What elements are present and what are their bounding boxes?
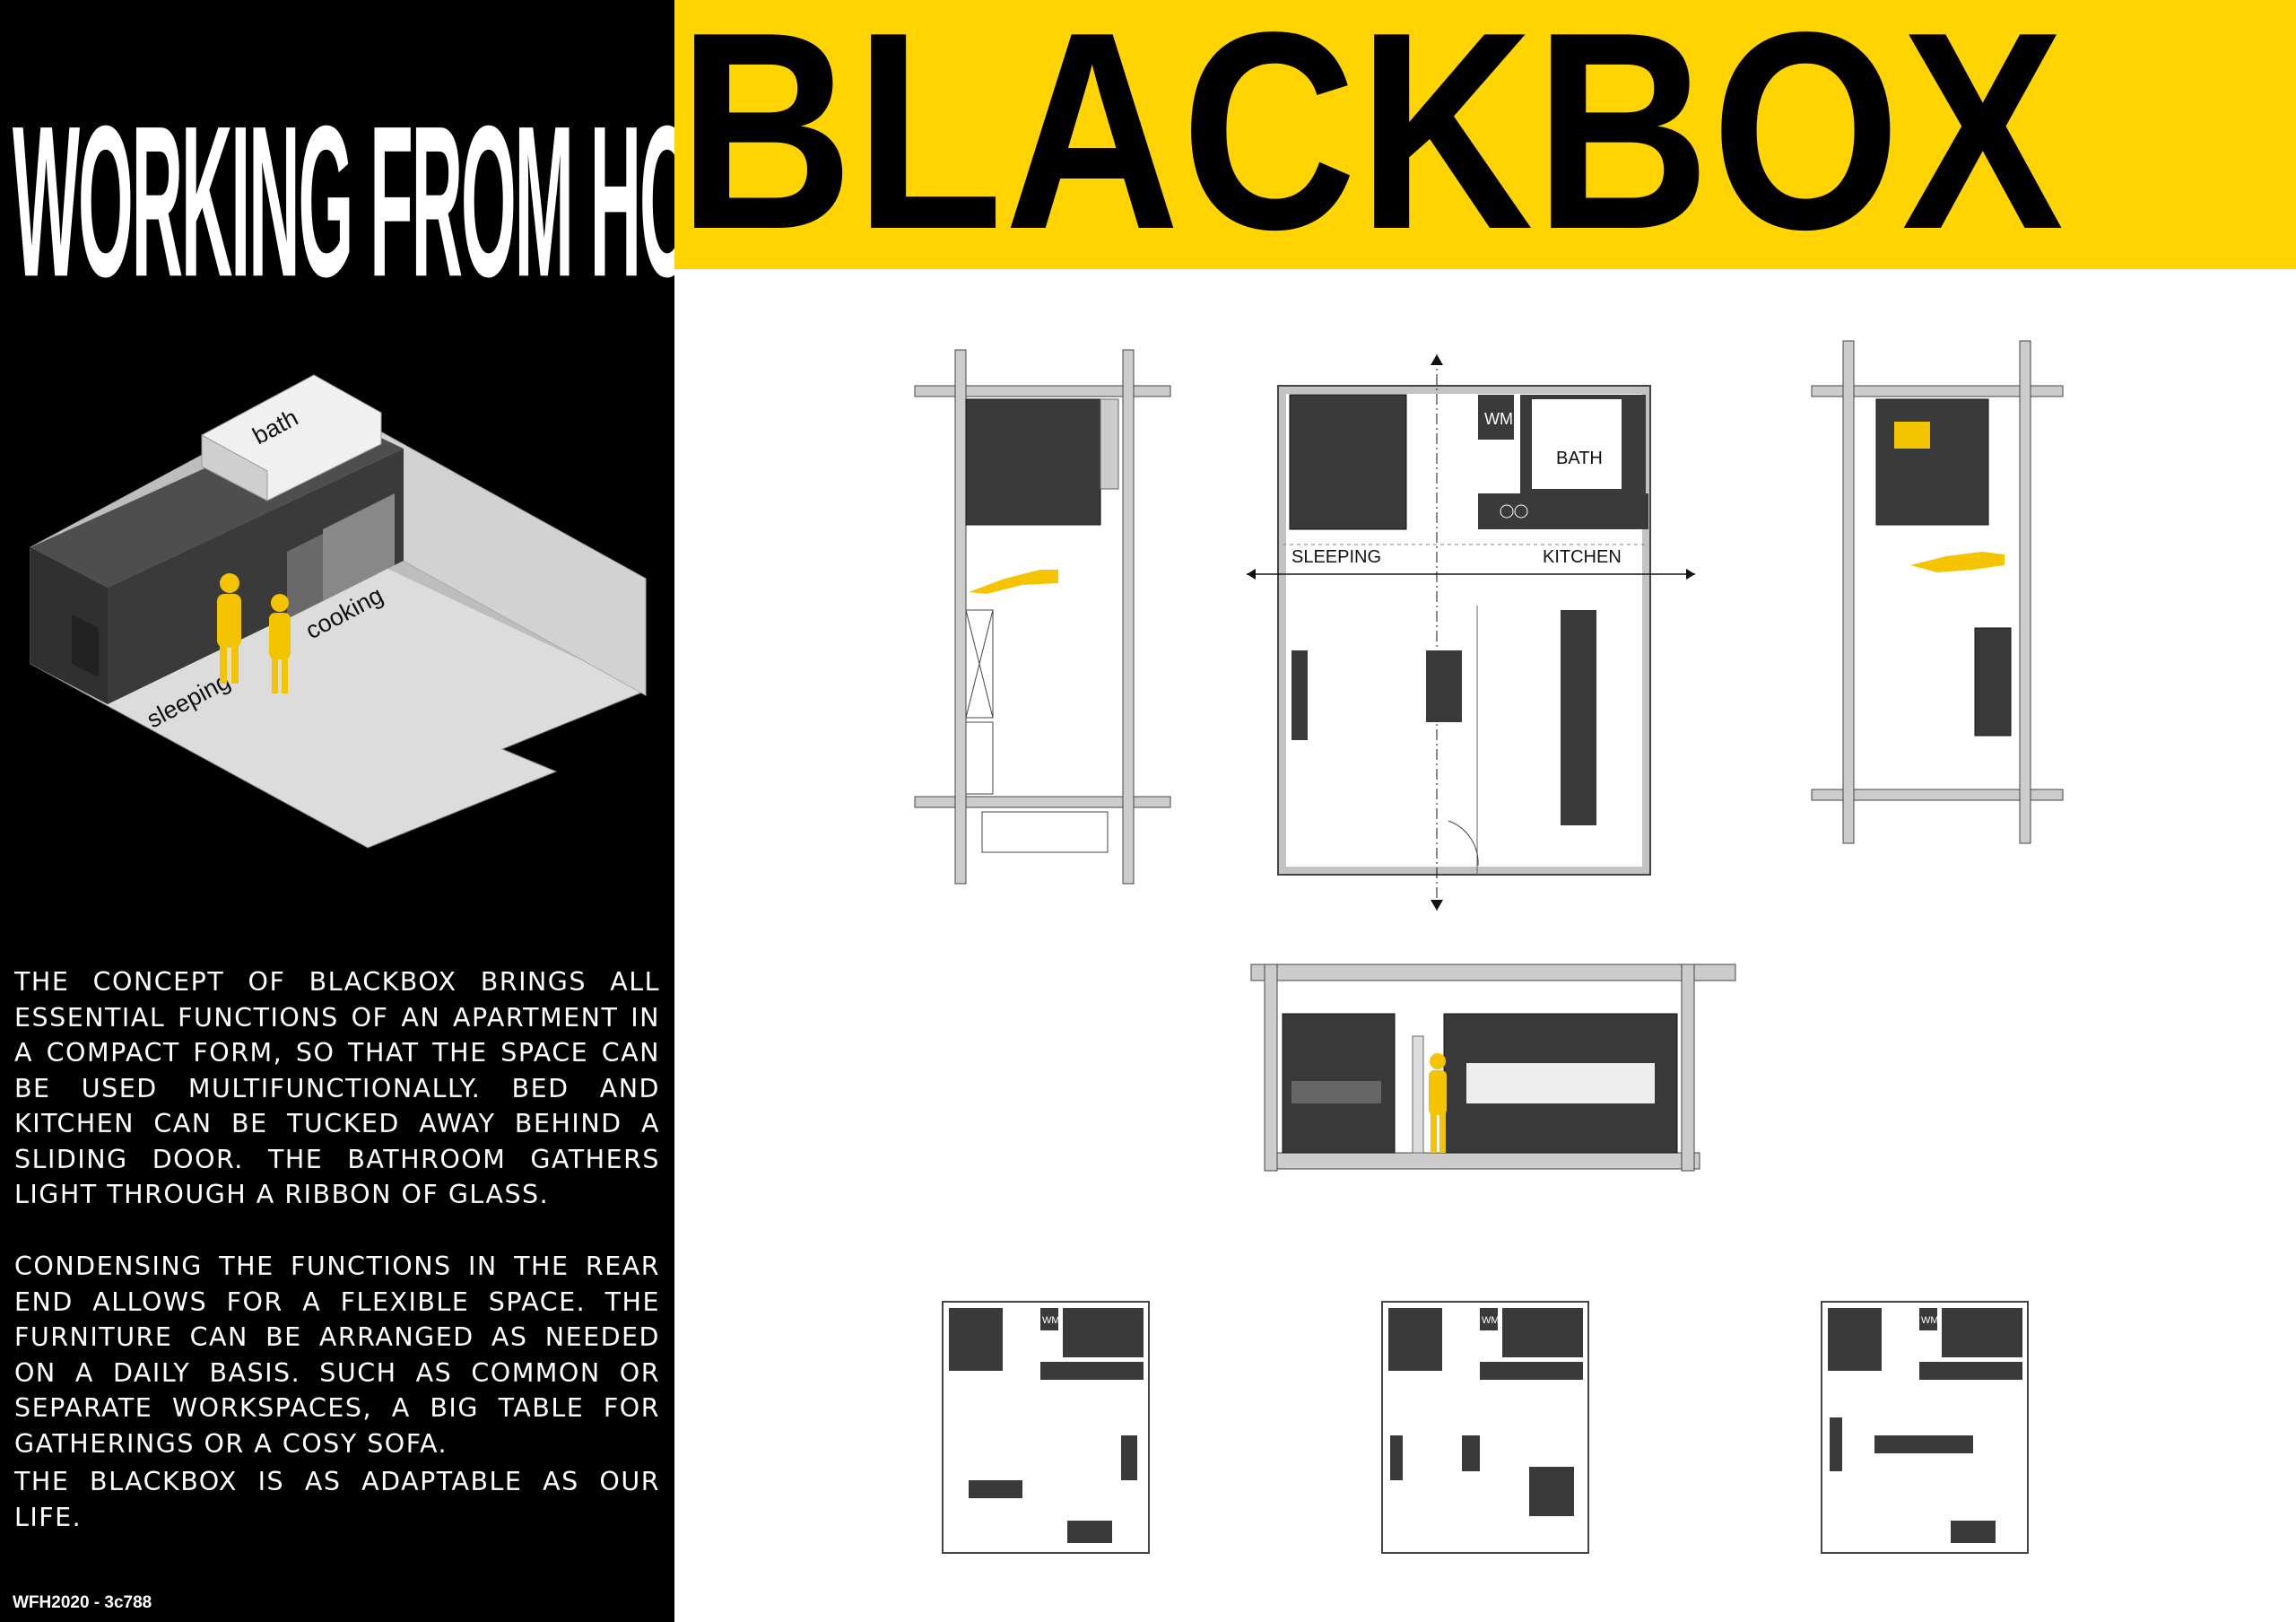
mini-plan-3: WM bbox=[1821, 1301, 2029, 1554]
mini-plan-1-wm: WM bbox=[1042, 1315, 1060, 1326]
section-left bbox=[914, 349, 1171, 885]
mini-plan-2-wm: WM bbox=[1482, 1315, 1500, 1326]
left-title: WORKING FROM HOME bbox=[13, 80, 798, 322]
plan-label-bath: BATH bbox=[1556, 449, 1603, 468]
isometric-view: bath cooking sleeping bbox=[30, 374, 647, 849]
section-right bbox=[1811, 340, 2064, 844]
plan-label-wm: WM bbox=[1484, 410, 1513, 428]
main-title: BLACKBOX bbox=[678, 0, 2066, 288]
iso-figure-1 bbox=[217, 573, 241, 684]
description-paragraph-1: The concept of Blackbox brings all essen… bbox=[14, 967, 660, 1209]
mini-plan-2: WM bbox=[1381, 1301, 1589, 1554]
mini-plan-3-wm: WM bbox=[1921, 1315, 1939, 1326]
plan-label-sleeping: SLEEPING bbox=[1292, 547, 1381, 567]
footer-code: WFH2020 - 3c788 bbox=[13, 1593, 152, 1612]
long-section bbox=[1250, 964, 1736, 1172]
main-floor-plan: WM BATH SLEEPING KITCHEN bbox=[1247, 354, 1695, 911]
description-paragraph-3: The Blackbox is as adaptable as our life… bbox=[14, 1467, 660, 1532]
title-banner bbox=[674, 0, 2296, 269]
plan-label-kitchen: KITCHEN bbox=[1543, 547, 1622, 567]
iso-figure-2 bbox=[269, 594, 291, 693]
section-figure bbox=[1429, 1053, 1447, 1153]
mini-plan-1: WM bbox=[942, 1301, 1150, 1554]
description-paragraph-2: Condensing the functions in the rear end… bbox=[14, 1251, 660, 1459]
